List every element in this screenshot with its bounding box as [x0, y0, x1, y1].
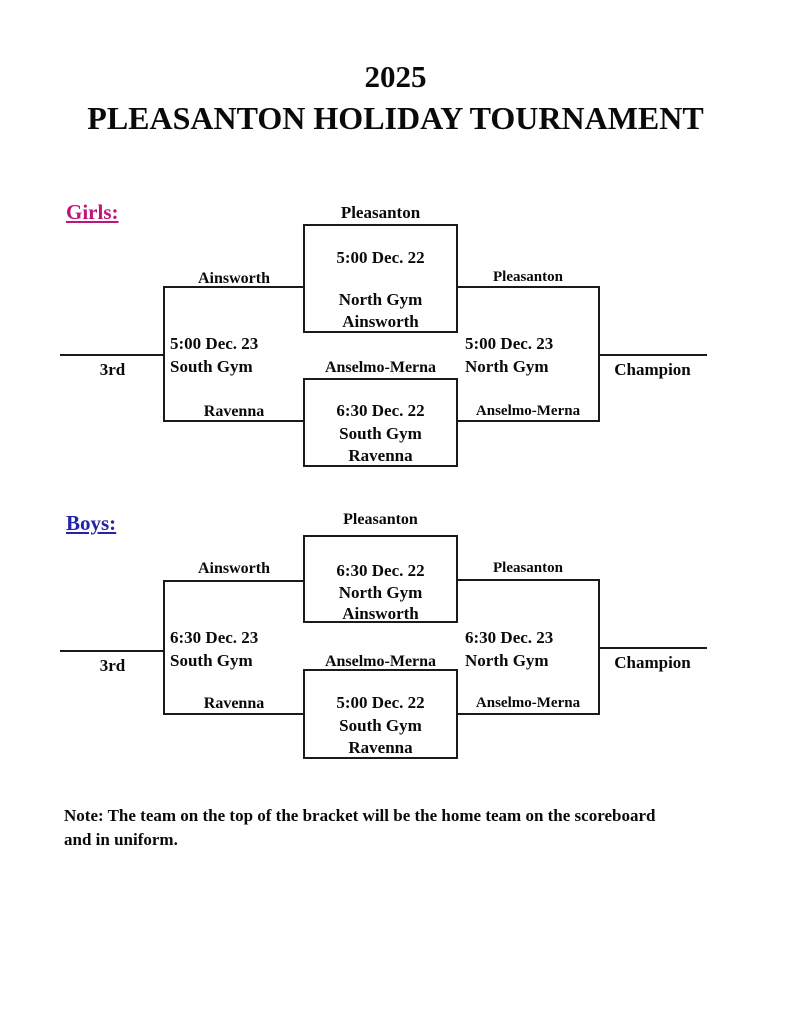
boys-game1-top-team: Pleasanton	[343, 511, 418, 528]
girls-game1-box	[303, 224, 458, 333]
boys-game2-top-team: Anselmo-Merna	[324, 653, 437, 670]
boys-final-top-team: Pleasanton	[492, 560, 563, 576]
title-year: 2025	[364, 59, 427, 94]
girls-final-time: 5:00 Dec. 23	[465, 334, 554, 353]
girls-game2-gym: South Gym	[339, 424, 422, 443]
boys-heading: Boys:	[66, 511, 117, 535]
boys-champion-line	[598, 647, 707, 649]
boys-left-bottom-line	[163, 713, 305, 715]
boys-game1-home-team: Ainsworth	[342, 604, 419, 623]
girls-game2-box	[303, 378, 458, 467]
girls-game1-home-team: Ainsworth	[342, 312, 419, 331]
girls-final-gym: North Gym	[465, 357, 549, 376]
boys-third-place-gym: South Gym	[170, 651, 253, 670]
boys-champion-label: Champion	[614, 653, 691, 672]
girls-game2-top-team: Anselmo-Merna	[324, 359, 437, 376]
girls-left-bottom-line	[163, 420, 305, 422]
girls-game1-gym: North Gym	[338, 290, 423, 309]
boys-game2-home-team: Ravenna	[348, 738, 413, 757]
girls-final-bottom-team: Anselmo-Merna	[475, 403, 581, 419]
boys-right-top-line	[456, 579, 600, 581]
boys-final-bottom-team: Anselmo-Merna	[475, 695, 581, 711]
boys-game2-box	[303, 669, 458, 759]
boys-third-place-label: 3rd	[99, 656, 126, 675]
girls-game2-side-team: Ravenna	[203, 403, 265, 420]
girls-game2-home-team: Ravenna	[348, 446, 413, 465]
boys-final-gym: North Gym	[465, 651, 549, 670]
boys-game2-time: 5:00 Dec. 22	[336, 693, 425, 712]
girls-heading: Girls:	[66, 200, 119, 224]
boys-game1-gym: North Gym	[338, 583, 423, 602]
boys-final-time: 6:30 Dec. 23	[465, 628, 554, 647]
girls-left-top-line	[163, 286, 305, 288]
boys-third-place-time: 6:30 Dec. 23	[170, 628, 259, 647]
girls-right-top-line	[456, 286, 600, 288]
girls-game1-side-team: Ainsworth	[197, 270, 270, 287]
boys-game2-gym: South Gym	[339, 716, 422, 735]
boys-left-top-line	[163, 580, 305, 582]
girls-champion-label: Champion	[614, 360, 691, 379]
boys-game1-box	[303, 535, 458, 623]
girls-game1-time: 5:00 Dec. 22	[336, 248, 425, 267]
boys-left-vertical-line	[163, 580, 165, 715]
girls-third-place-gym: South Gym	[170, 357, 253, 376]
boys-third-place-line	[60, 650, 165, 652]
girls-game2-time: 6:30 Dec. 22	[336, 401, 425, 420]
boys-game1-time: 6:30 Dec. 22	[336, 561, 425, 580]
boys-game1-side-team: Ainsworth	[197, 560, 270, 577]
page-title: PLEASANTON HOLIDAY TOURNAMENT	[87, 100, 704, 136]
girls-third-place-line	[60, 354, 165, 356]
note-line-2: and in uniform.	[64, 830, 178, 849]
girls-game1-top-team: Pleasanton	[340, 203, 421, 222]
girls-third-place-time: 5:00 Dec. 23	[170, 334, 259, 353]
girls-champion-line	[598, 354, 707, 356]
girls-final-top-team: Pleasanton	[492, 269, 563, 285]
girls-right-bottom-line	[456, 420, 600, 422]
boys-game2-side-team: Ravenna	[203, 695, 265, 712]
note-line-1: Note: The team on the top of the bracket…	[64, 806, 656, 825]
girls-third-place-label: 3rd	[99, 360, 126, 379]
boys-right-bottom-line	[456, 713, 600, 715]
